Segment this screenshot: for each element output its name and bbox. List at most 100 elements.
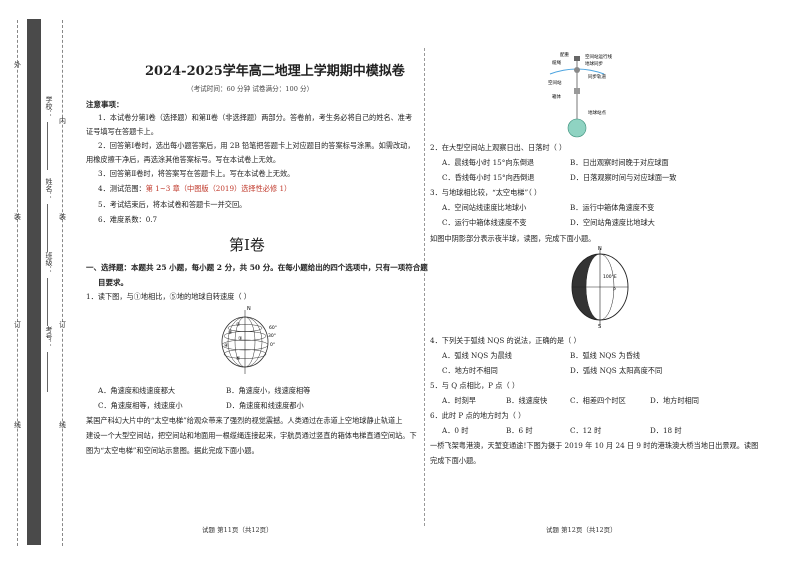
geo-orbit-label: 同步轨道 <box>588 73 606 80</box>
strip-glyph-8: 线 <box>59 421 66 429</box>
q1-lat0-label: 0° <box>270 342 275 348</box>
q6-option-d[interactable]: D．18 时 <box>650 426 682 435</box>
exam-subtitle: （考试时间：60 分钟 试卷满分：100 分） <box>187 85 314 93</box>
fig3-s-label: S <box>598 324 601 328</box>
strip-glyph-4: 线 <box>14 421 21 429</box>
class-field[interactable] <box>47 278 48 326</box>
cable-label: 缆绳 <box>552 59 561 66</box>
note-4-label: 4．测试范围： <box>98 184 146 193</box>
q1-stem: 1．读下图，与①地相比，⑤地的地球自转速度（ ） <box>86 292 251 301</box>
ground-station-label: 地球站点 <box>588 109 606 116</box>
q1-lat30-line <box>223 331 267 341</box>
q2-option-d[interactable]: D．日落观察时间与对应球面一致 <box>570 173 677 182</box>
q3-stem: 3．与地球相比较，“太空电梯”（ ） <box>430 188 542 197</box>
q1-lat30-label: 30° <box>268 333 276 339</box>
q2-option-c[interactable]: C．昏线每小时 15°向西倒退 <box>442 173 535 182</box>
note-6: 6．难度系数：0.7 <box>98 215 158 224</box>
q1-south-lat-line <box>223 349 267 359</box>
section-instruction-1: 一、选择题：本题共 25 小题，每小题 2 分，共 50 分。在每小题给出的四个… <box>86 263 428 272</box>
note-5: 5．考试结束后，将本试卷和答题卡一并交回。 <box>98 200 247 209</box>
q1-north-label: N <box>247 306 251 312</box>
id-label: 考号： <box>45 326 53 347</box>
q4-option-c[interactable]: C．地方时不相同 <box>442 366 498 375</box>
q4-option-b[interactable]: B．弧线 NQS 为昏线 <box>570 351 641 360</box>
q5-option-a[interactable]: A．时刻早 <box>442 396 476 405</box>
q3-option-b[interactable]: B．运行中箱体角速度不变 <box>570 203 655 212</box>
q1-globe-figure: N ① ② ③ ④ ⑤ 60° 30° 0° <box>221 306 277 374</box>
note-1a: 1．本试卷分第Ⅰ卷（选择题）和第Ⅱ卷（非选择题）两部分。答卷前，考生务必将自己的… <box>98 113 413 122</box>
day-night-globe-figure: N S 100°E Q P <box>571 246 629 328</box>
note-3: 3．回答第Ⅱ卷时，将答案写在答题卡上。写在本试卷上无效。 <box>98 169 295 178</box>
q5-option-b[interactable]: B．线速度快 <box>506 396 548 405</box>
note-1b: 证号填写在答题卡上。 <box>86 127 158 136</box>
inner-cut-line <box>62 20 63 546</box>
q1-option-a[interactable]: A．角速度和线速度都大 <box>98 386 176 395</box>
notes-heading: 注意事项： <box>86 100 124 109</box>
q6-option-b[interactable]: B．6 时 <box>506 426 533 435</box>
q4-option-a[interactable]: A．弧线 NQS 为晨线 <box>442 351 512 360</box>
q1-equator-line <box>221 339 269 351</box>
space-elevator-figure: 配重 缆绳 空间站运行线 地球同步 空间站 同步轨道 箱体 地球站点 <box>548 51 612 138</box>
q4-option-d[interactable]: D．弧线 NQS 太阳高度不同 <box>570 366 663 375</box>
q1-option-b[interactable]: B．角速度小，线速度相等 <box>226 386 311 395</box>
binding-dark-bar <box>27 19 41 545</box>
footer-left: 试题 第11页（共12页） <box>202 526 273 534</box>
section-instruction-2: 目要求。 <box>98 278 128 287</box>
q3-option-a[interactable]: A．空间站线速度比地球小 <box>442 203 527 212</box>
q1-point-3: ③ <box>238 336 242 342</box>
orbit-label: 空间站运行线 <box>585 53 612 60</box>
class-label: 班级： <box>45 252 53 273</box>
car-shape <box>574 88 580 94</box>
exam-title: 2024-2025学年高二地理上学期期中模拟卷 <box>145 64 405 79</box>
strip-glyph-6: 装 <box>59 213 66 221</box>
q1-option-d[interactable]: D．角速度和线速度都小 <box>226 401 304 410</box>
note-4: 4．测试范围：第 1~3 章（中图版（2019）选择性必修 1） <box>98 184 291 193</box>
section-title: 第Ⅰ卷 <box>229 236 265 254</box>
station-shape <box>574 67 580 73</box>
strip-glyph-7: 订 <box>59 321 66 329</box>
counterweight-label: 配重 <box>560 51 569 58</box>
q2-option-a[interactable]: A．晨线每小时 15°向东倒退 <box>442 158 535 167</box>
passage-1-line-3: 图为“太空电梯”和空间站示意图。据此完成下面小题。 <box>86 446 259 455</box>
name-label: 姓名： <box>45 178 53 199</box>
q5-stem: 5．与 Q 点相比，P 点（ ） <box>430 381 520 390</box>
q1-point-5: ⑤ <box>236 356 240 362</box>
car-label: 箱体 <box>552 93 561 100</box>
note-4-range: 第 1~3 章（中图版（2019）选择性必修 1） <box>145 184 292 193</box>
sync-label: 地球同步 <box>585 60 603 67</box>
q3-option-c[interactable]: C．运行中箱体线速度不变 <box>442 218 527 227</box>
note-2b: 用橡皮擦干净后，再选涂其他答案标号。写在本试卷上无效。 <box>86 155 281 164</box>
school-label: 学校： <box>45 96 53 117</box>
q6-stem: 6．此时 P 点的地方时为（ ） <box>430 411 526 420</box>
fig3-lon-label: 100°E <box>603 274 617 280</box>
strip-glyph-5: 内 <box>59 117 66 125</box>
q2-stem: 2．在大型空间站上观察日出、日落时（ ） <box>430 143 567 152</box>
q3-option-d[interactable]: D．空间站角速度比地球大 <box>570 218 655 227</box>
id-field[interactable] <box>47 352 48 392</box>
q6-option-a[interactable]: A．0 时 <box>442 426 469 435</box>
fig3-n-label: N <box>598 246 602 252</box>
strip-glyph-3: 订 <box>14 321 21 329</box>
name-field[interactable] <box>47 204 48 252</box>
q5-option-c[interactable]: C．相差四个时区 <box>570 396 626 405</box>
q1-point-2: ② <box>228 330 233 336</box>
q5-option-d[interactable]: D．地方时相同 <box>650 396 699 405</box>
q2-option-b[interactable]: B．日出观察时间晚于对应球面 <box>570 158 669 167</box>
q1-point-4: ④ <box>224 343 229 349</box>
note-2a: 2．回答第Ⅰ卷时，选出每小题答案后，用 2B 铅笔把答题卡上对应题目的答案标号涂… <box>98 141 415 150</box>
station-label: 空间站 <box>548 79 562 86</box>
q6-option-c[interactable]: C．12 时 <box>570 426 602 435</box>
fig3-q-label: Q <box>589 287 593 293</box>
footer-right: 试题 第12页（共12页） <box>546 526 617 534</box>
earth-shape <box>567 118 587 138</box>
q1-meridian-outer <box>227 316 263 368</box>
school-field[interactable] <box>47 122 48 170</box>
passage-2-line-1: 如图中阴影部分表示夜半球，读图，完成下面小题。 <box>430 234 596 243</box>
passage-3-line-1: 一桥飞架粤港澳，天堑变通途!下图为摄于 2019 年 10 月 24 日 9 时… <box>430 441 759 450</box>
binding-strip <box>0 0 63 566</box>
counterweight-shape <box>574 56 580 61</box>
passage-1-line-2: 建设一个大型空间站，把空间站和地面用一根缆绳连接起来，宇航员通过竖直的箱体电梯直… <box>86 431 417 440</box>
q1-option-c[interactable]: C．角速度相等，线速度小 <box>98 401 183 410</box>
q4-stem: 4．下列关于弧线 NQS 的说法，正确的是（ ） <box>430 336 581 345</box>
strip-glyph-2: 装 <box>14 213 21 221</box>
